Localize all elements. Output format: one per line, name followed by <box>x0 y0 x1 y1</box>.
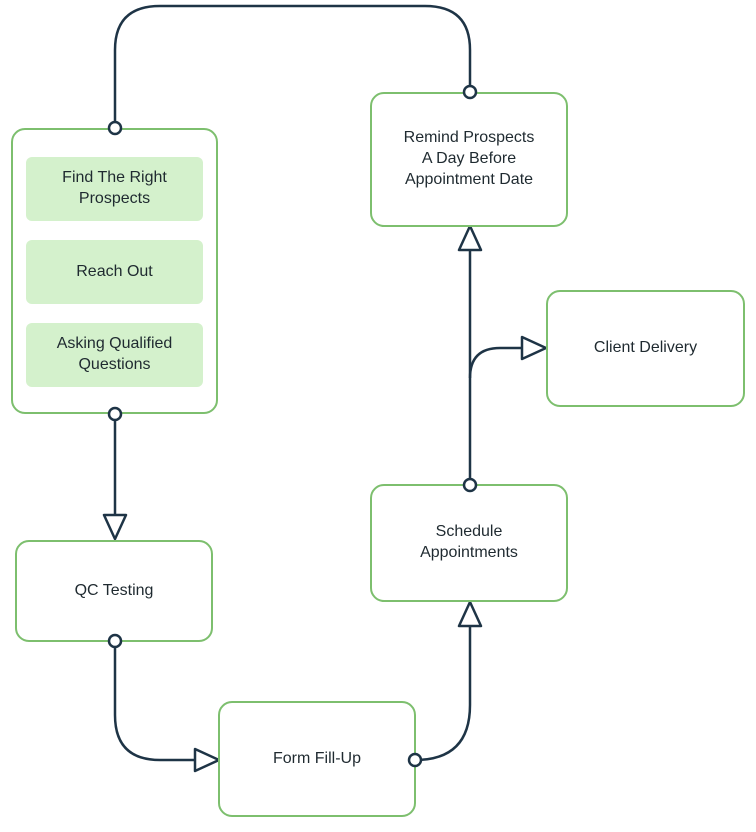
step-find-prospects: Find The Right Prospects <box>26 157 203 221</box>
connector-form-to-schedule <box>414 626 472 762</box>
remind-prospects-node: Remind Prospects A Day Before Appointmen… <box>370 92 568 227</box>
arrowhead-into-remind <box>457 224 483 252</box>
prospecting-group: Find The Right Prospects Reach Out Askin… <box>11 128 218 414</box>
form-fill-up-node: Form Fill-Up <box>218 701 416 817</box>
arrowhead-into-qc <box>102 513 128 541</box>
schedule-appointments-node: Schedule Appointments <box>370 484 568 602</box>
step-reach-out: Reach Out <box>26 240 203 304</box>
arrowhead-into-form <box>193 747 221 773</box>
qc-testing-node: QC Testing <box>15 540 213 642</box>
connector-qc-to-form <box>113 641 195 762</box>
step-asking-qualified-questions: Asking Qualified Questions <box>26 323 203 387</box>
arrowhead-into-schedule <box>457 600 483 628</box>
arrowhead-into-client <box>520 335 548 361</box>
connector-prospecting-to-remind <box>113 4 472 128</box>
client-delivery-node: Client Delivery <box>546 290 745 407</box>
connector-branch-to-client <box>468 346 522 379</box>
